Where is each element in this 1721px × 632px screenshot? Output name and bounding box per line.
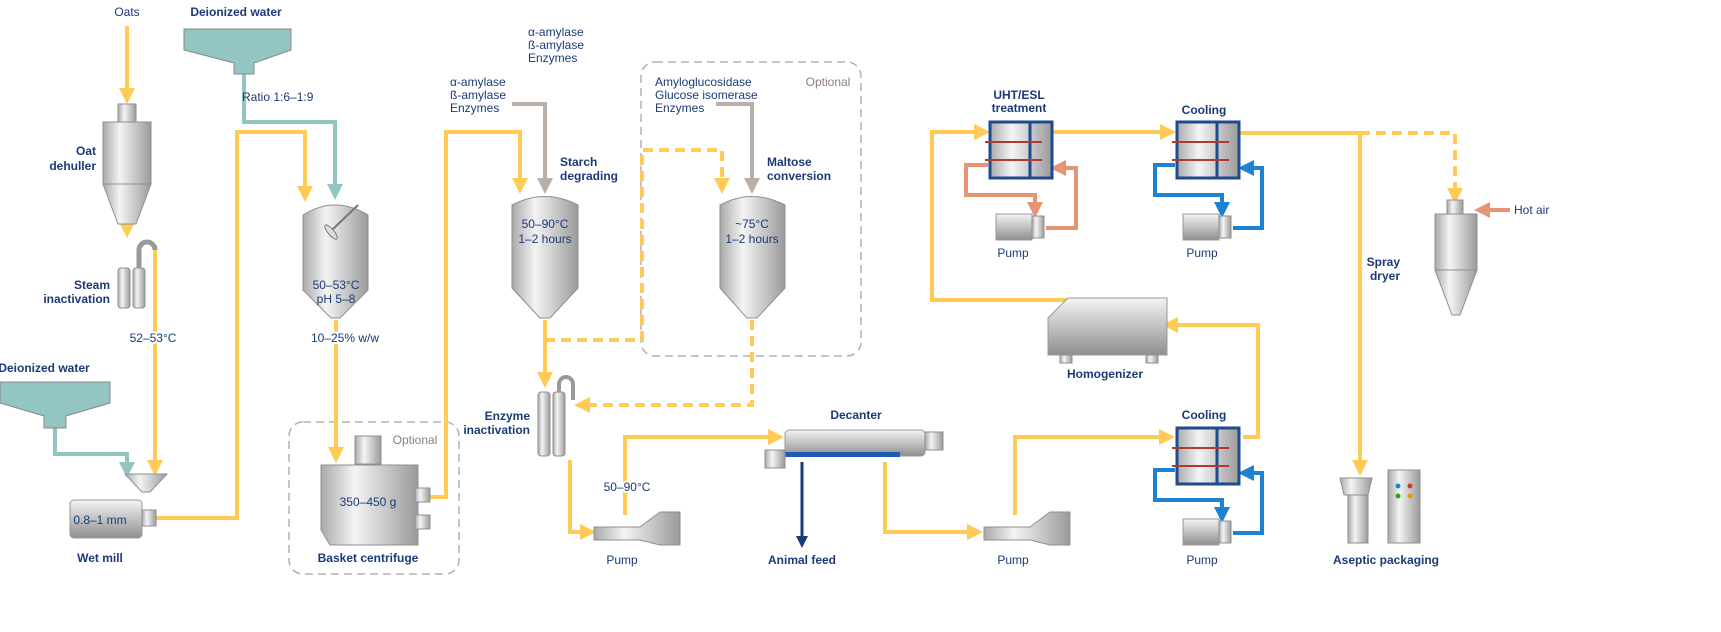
mixing-tank xyxy=(302,204,369,319)
label-hot-air: Hot air xyxy=(1514,203,1549,217)
pipe-cooling2-loop-out xyxy=(1153,468,1230,523)
label-mill-size: 0.8–1 mm xyxy=(73,513,126,527)
label-steam-temp: 52–53°C xyxy=(130,331,177,345)
spray-dryer xyxy=(1434,199,1478,316)
aseptic-packaging-machine xyxy=(1339,469,1421,544)
maltose-tank xyxy=(719,196,786,319)
label-oats: Oats xyxy=(114,5,139,19)
pipe-pump-cooling xyxy=(1013,429,1175,515)
enzyme-inactivation-unit xyxy=(537,375,575,457)
label-ratio: Ratio 1:6–1:9 xyxy=(242,90,314,104)
centrifugal-pump-cooling-2 xyxy=(1182,518,1232,546)
pipe-centrifuge-starch xyxy=(430,130,528,499)
homogenizer xyxy=(1047,297,1168,364)
wet-mill xyxy=(69,473,169,539)
screw-pump-1 xyxy=(593,511,681,546)
pipe-uht-loop-in xyxy=(1046,160,1078,230)
pipe-cooling1-loop-in xyxy=(1233,160,1264,230)
label-cooling-1: Cooling xyxy=(1182,103,1227,117)
label-basket-centrifuge: Basket centrifuge xyxy=(318,551,419,565)
pipe-mill-tank xyxy=(150,130,313,520)
pipe-cooling-spray xyxy=(1360,131,1463,204)
pipe-starch-maltose xyxy=(545,148,730,342)
pipe-water-mill xyxy=(53,428,135,478)
optional-box-centrifuge xyxy=(288,421,460,575)
decanter xyxy=(764,429,944,469)
label-pump-temp: 50–90°C xyxy=(604,480,651,494)
pipe-inactivation-pump xyxy=(568,460,596,540)
pipe-water-tank xyxy=(242,70,343,200)
water-funnel-left xyxy=(0,381,111,429)
water-funnel-top xyxy=(183,28,292,75)
label-decanter: Decanter xyxy=(830,408,882,422)
starch-tank xyxy=(511,196,579,319)
pipes xyxy=(53,26,1510,548)
uht-heat-exchanger xyxy=(985,120,1054,180)
centrifugal-pump-cooling-1 xyxy=(1182,213,1232,241)
label-deionized-water-left: Deionized water xyxy=(0,361,90,375)
pipe-cooling1-loop-out xyxy=(1153,163,1230,218)
pipe-cooling2-loop-in xyxy=(1233,465,1264,535)
steam-inactivation-unit xyxy=(117,239,158,309)
screw-pump-2 xyxy=(983,511,1071,546)
label-pump-1: Pump xyxy=(606,553,638,567)
equipment xyxy=(0,28,1478,546)
centrifugal-pump-uht xyxy=(995,213,1045,241)
label-optional-2: Optional xyxy=(806,75,851,89)
pipe-cooling-homogenizer xyxy=(1162,317,1260,439)
label-centrifuge-value: 350–450 g xyxy=(340,495,397,509)
pipe-uht-loop-out xyxy=(964,163,1043,218)
label-mixing-output: 10–25% w/w xyxy=(311,331,379,345)
label-homogenizer: Homogenizer xyxy=(1067,367,1143,381)
pipe-homogenizer-uht xyxy=(930,124,1072,302)
oat-dehuller xyxy=(102,103,152,225)
pipe-enzymes-maltose xyxy=(716,102,760,194)
label-aseptic-packaging: Aseptic packaging xyxy=(1333,553,1439,567)
label-deionized-water-top: Deionized water xyxy=(190,5,282,19)
label-optional-1: Optional xyxy=(393,433,438,447)
pipe-decanter-pump xyxy=(883,462,983,540)
label-pump-cooling-1: Pump xyxy=(1186,246,1218,260)
pipe-maltose-inactivation xyxy=(574,320,754,413)
pipe-pump-decanter xyxy=(623,429,784,515)
cooling-heat-exchanger-1 xyxy=(1172,120,1241,180)
label-pump-cooling-2: Pump xyxy=(1186,553,1218,567)
label-animal-feed: Animal feed xyxy=(768,553,836,567)
labels: Oats Deionized water Deionized water Rat… xyxy=(0,5,1549,567)
label-wet-mill: Wet mill xyxy=(77,551,123,565)
label-cooling-2: Cooling xyxy=(1182,408,1227,422)
pipe-enzymes-starch xyxy=(512,102,553,194)
basket-centrifuge xyxy=(320,435,431,546)
cooling-heat-exchanger-2 xyxy=(1172,426,1241,486)
label-pump-uht: Pump xyxy=(997,246,1029,260)
label-pump-2: Pump xyxy=(997,553,1029,567)
